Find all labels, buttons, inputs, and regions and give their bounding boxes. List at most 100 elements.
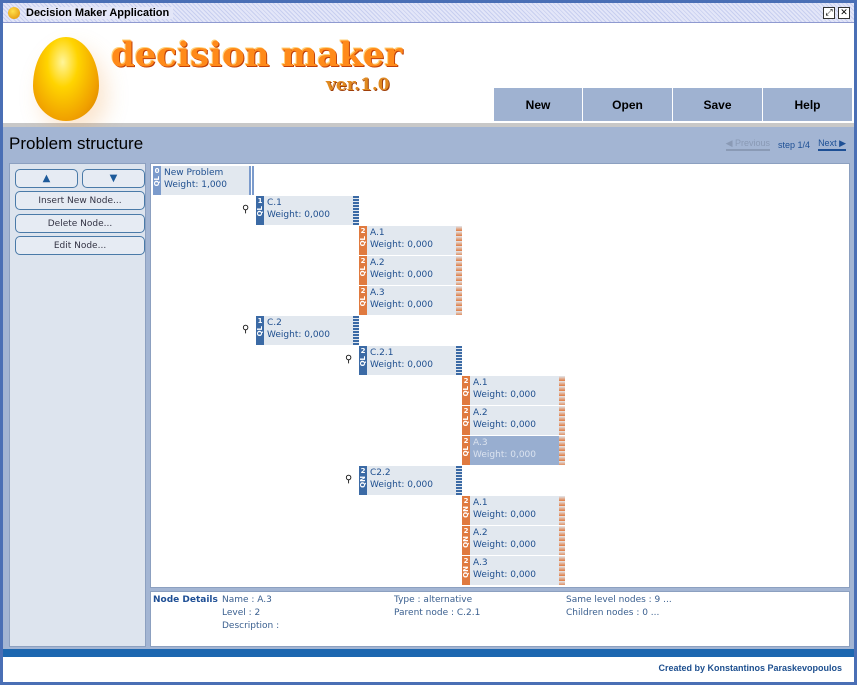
node-level: 2: [360, 287, 366, 295]
node-weight: Weight: 0,000: [473, 420, 537, 430]
node-edge-handle: [456, 256, 462, 285]
node-level: 2: [463, 377, 469, 385]
expand-key-icon[interactable]: ⚲: [345, 474, 353, 485]
node-edge-handle: [559, 556, 565, 585]
node-type-tag: QL: [359, 236, 367, 247]
node-name: New Problem: [164, 168, 224, 178]
node-level: 1: [257, 317, 263, 325]
node-weight: Weight: 0,000: [370, 270, 434, 280]
expand-key-icon[interactable]: ⚲: [242, 204, 250, 215]
divider: [3, 123, 854, 127]
expand-key-icon[interactable]: ⚲: [242, 324, 250, 335]
app-window: Decision Maker Application ⤢ ✕ decision …: [3, 3, 854, 682]
node-weight: Weight: 0,000: [370, 300, 434, 310]
node-level: 2: [360, 467, 366, 475]
logo-text: decision maker: [111, 35, 403, 75]
restore-icon[interactable]: ⤢: [823, 6, 835, 19]
node-type-tag: QL: [462, 416, 470, 427]
node-name: A.3: [473, 558, 488, 568]
credits: Created by Konstantinos Paraskevopoulos: [658, 663, 842, 673]
detail-type: Type : alternative: [394, 595, 473, 605]
node-type-tag: QL: [359, 296, 367, 307]
node-level: 2: [360, 227, 366, 235]
sidebar: ▲ ▼ Insert New Node... Delete Node... Ed…: [9, 163, 146, 647]
next-link[interactable]: Next ▶: [818, 138, 846, 151]
insert-node-button[interactable]: Insert New Node...: [15, 191, 145, 210]
title-bar[interactable]: Decision Maker Application ⤢ ✕: [3, 3, 854, 23]
node-edge-handle: [353, 316, 359, 345]
node-weight: Weight: 0,000: [473, 570, 537, 580]
node-type-tag: QN: [462, 506, 470, 518]
node-weight: Weight: 0,000: [267, 330, 331, 340]
node-weight: Weight: 0,000: [473, 540, 537, 550]
logo-version: ver.1.0: [326, 75, 390, 95]
previous-link[interactable]: ◀ Previous: [725, 138, 771, 151]
move-up-button[interactable]: ▲: [15, 169, 78, 188]
footer-bar: [3, 649, 854, 657]
node-level: 1: [257, 197, 263, 205]
node-type-tag: QL: [359, 356, 367, 367]
node-level: 2: [463, 557, 469, 565]
page-title: Problem structure: [9, 134, 144, 153]
node-weight: Weight: 0,000: [370, 480, 434, 490]
node-type-tag: QN: [359, 476, 367, 488]
new-button[interactable]: New: [493, 88, 582, 121]
detail-children: Children nodes : 0 ...: [566, 608, 660, 618]
node-weight: Weight: 1,000: [164, 180, 228, 190]
header: decision maker ver.1.0 New Open Save Hel…: [3, 23, 854, 123]
node-type-tag: QN: [462, 566, 470, 578]
delete-node-button[interactable]: Delete Node...: [15, 214, 145, 233]
node-name: C.2: [267, 318, 282, 328]
node-level: 2: [360, 257, 366, 265]
step-navigation: ◀ Previous step 1/4 Next ▶: [725, 138, 846, 151]
main-area: ▲ ▼ Insert New Node... Delete Node... Ed…: [3, 161, 854, 649]
help-button[interactable]: Help: [762, 88, 852, 121]
open-button[interactable]: Open: [582, 88, 672, 121]
node-details-label: Node Details: [153, 595, 218, 605]
node-name: A.2: [370, 258, 385, 268]
node-name: A.3: [370, 288, 385, 298]
expand-key-icon[interactable]: ⚲: [345, 354, 353, 365]
save-button[interactable]: Save: [672, 88, 762, 121]
move-down-button[interactable]: ▼: [82, 169, 145, 188]
node-edge-handle: [559, 496, 565, 525]
close-icon[interactable]: ✕: [838, 6, 850, 19]
node-edge-handle: [559, 436, 565, 465]
node-name: C.1: [267, 198, 282, 208]
node-weight: Weight: 0,000: [473, 450, 537, 460]
window-title: Decision Maker Application: [26, 6, 174, 19]
node-edge-handle: [456, 466, 462, 495]
node-name: A.1: [473, 498, 488, 508]
node-type-tag: QN: [462, 536, 470, 548]
node-edge-handle: [353, 196, 359, 225]
edit-node-button[interactable]: Edit Node...: [15, 236, 145, 255]
node-type-tag: QL: [153, 176, 161, 187]
node-level: 2: [463, 407, 469, 415]
detail-description: Description :: [222, 621, 280, 631]
node-name: A.2: [473, 528, 488, 538]
node-name: A.2: [473, 408, 488, 418]
